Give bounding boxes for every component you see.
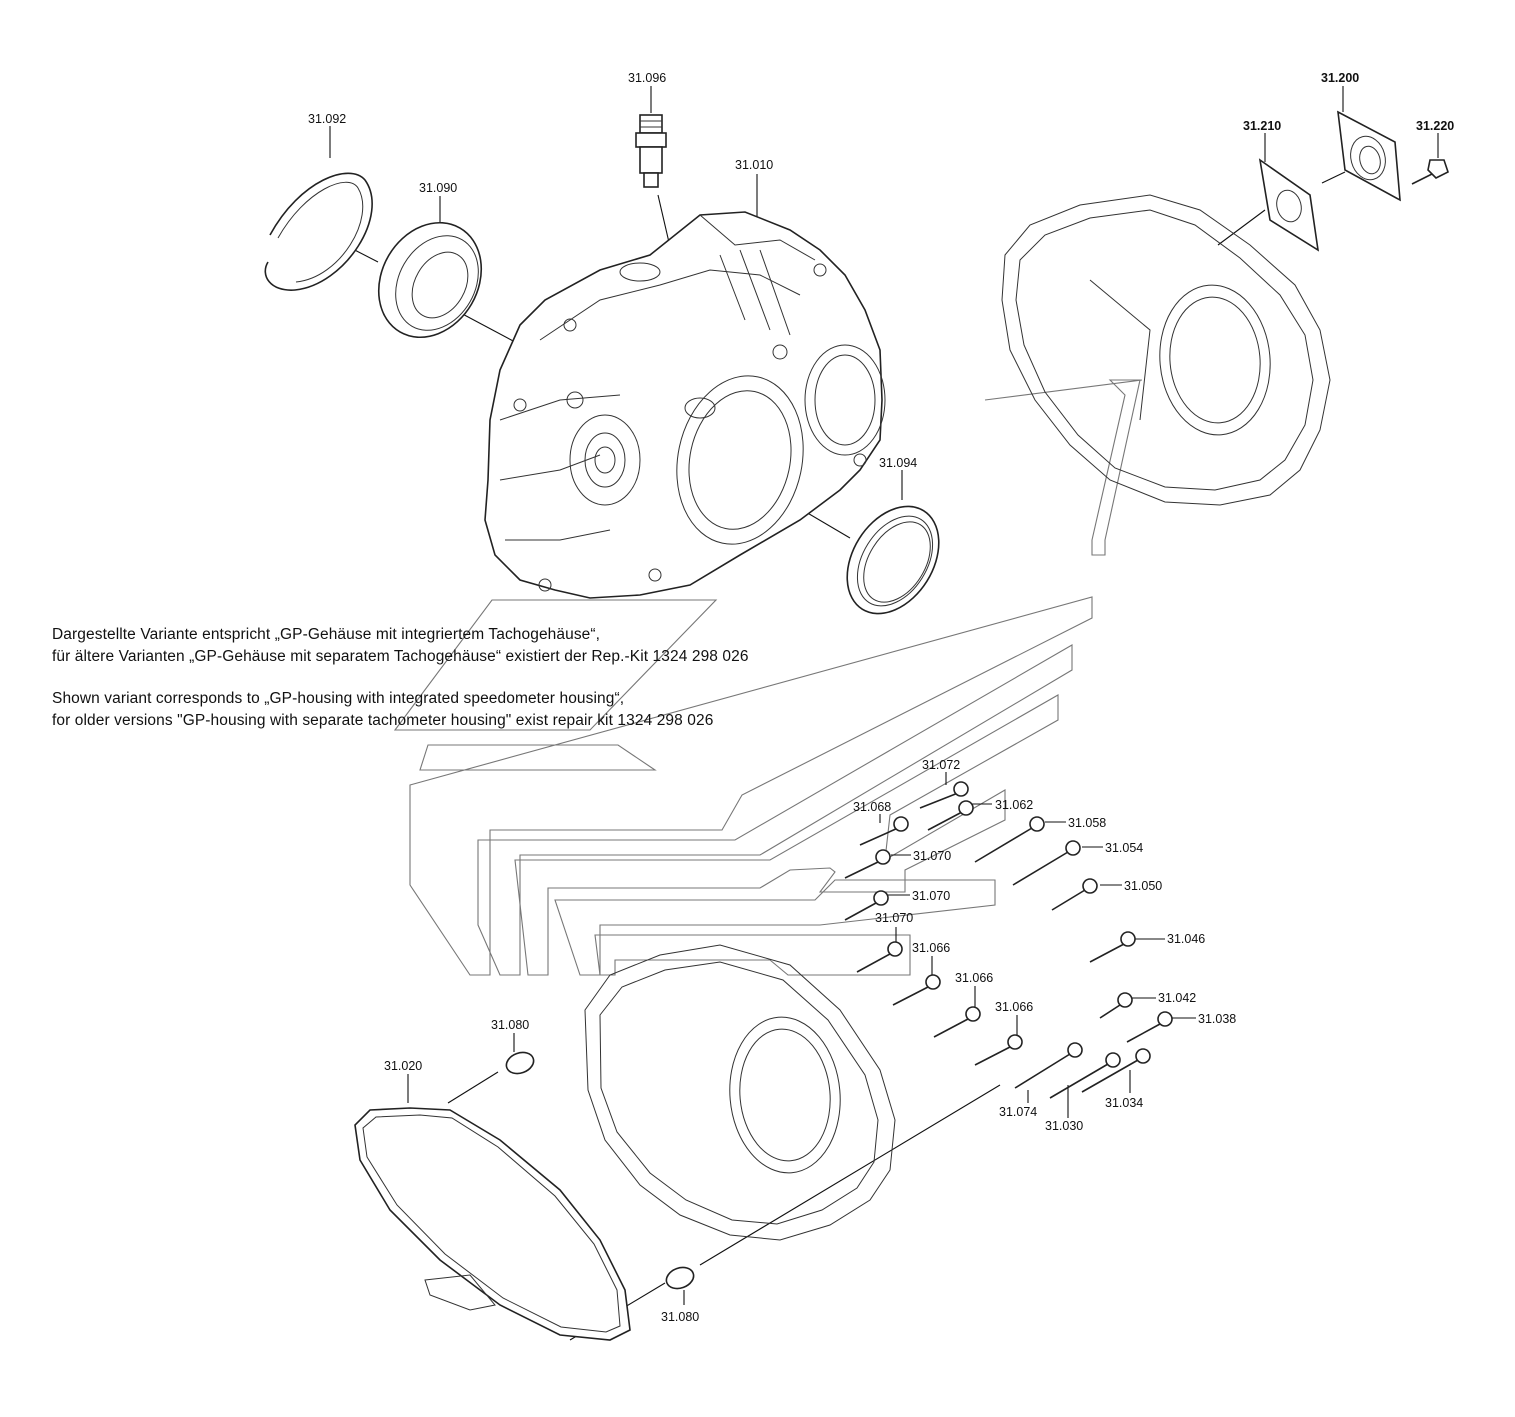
label-31074: 31.074 <box>999 1105 1037 1119</box>
label-31072: 31.072 <box>922 758 960 772</box>
label-31066-c: 31.066 <box>995 1000 1033 1014</box>
gp-housing-lower <box>584 944 896 1241</box>
label-31062: 31.062 <box>995 798 1033 812</box>
label-31034: 31.034 <box>1105 1096 1143 1110</box>
label-31010: 31.010 <box>735 158 773 172</box>
gp-housing-31010 <box>484 211 886 599</box>
label-31066-b: 31.066 <box>955 971 993 985</box>
label-31220: 31.220 <box>1416 119 1454 133</box>
part-labels: 31.092 31.090 31.096 31.010 31.094 31.21… <box>308 71 1454 1324</box>
label-31050: 31.050 <box>1124 879 1162 893</box>
note-en-line-1: Shown variant corresponds to „GP-housing… <box>52 690 625 707</box>
label-31020: 31.020 <box>384 1059 422 1073</box>
label-31090: 31.090 <box>419 181 457 195</box>
bolts <box>844 781 1173 1099</box>
label-31200: 31.200 <box>1321 71 1359 85</box>
label-31068: 31.068 <box>853 800 891 814</box>
label-31038: 31.038 <box>1198 1012 1236 1026</box>
snap-ring-31092 <box>264 172 373 291</box>
watermark-logo <box>393 379 1143 976</box>
label-31058: 31.058 <box>1068 816 1106 830</box>
cover-31200 <box>1337 110 1401 202</box>
bearing-31090 <box>377 221 483 339</box>
note-en-line-2: for older versions "GP-housing with sepa… <box>52 712 714 729</box>
label-31030: 31.030 <box>1045 1119 1083 1133</box>
gp-housing-rear-view <box>1001 194 1331 506</box>
label-31210: 31.210 <box>1243 119 1281 133</box>
label-31070-c: 31.070 <box>875 911 913 925</box>
bolt-31220 <box>1411 159 1449 185</box>
label-31046: 31.046 <box>1167 932 1205 946</box>
speed-sensor-31096 <box>635 114 667 188</box>
dowel-31080-upper <box>505 1051 535 1075</box>
note-de-line-2: für ältere Varianten „GP-Gehäuse mit sep… <box>52 648 749 665</box>
label-31054: 31.054 <box>1105 841 1143 855</box>
label-31094: 31.094 <box>879 456 917 470</box>
label-31096: 31.096 <box>628 71 666 85</box>
note-de-line-1: Dargestellte Variante entspricht „GP-Geh… <box>52 626 601 643</box>
label-31070-b: 31.070 <box>912 889 950 903</box>
label-31066-a: 31.066 <box>912 941 950 955</box>
label-31042: 31.042 <box>1158 991 1196 1005</box>
gasket-31020 <box>354 1107 631 1341</box>
label-31080-lower: 31.080 <box>661 1310 699 1324</box>
label-31080-upper: 31.080 <box>491 1018 529 1032</box>
label-31092: 31.092 <box>308 112 346 126</box>
label-31070-a: 31.070 <box>913 849 951 863</box>
seal-ring-31094 <box>846 505 940 615</box>
gasket-31210 <box>1258 158 1320 252</box>
dowel-31080-lower <box>665 1266 695 1290</box>
